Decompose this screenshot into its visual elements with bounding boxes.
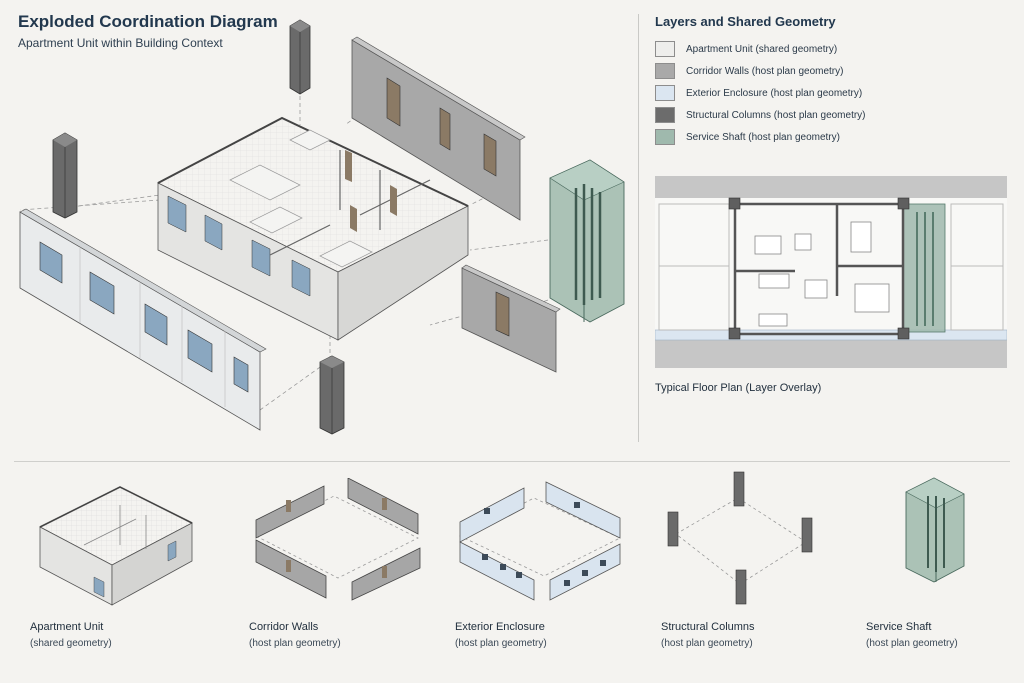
component-subtitle: (host plan geometry) [661, 638, 753, 649]
floor-plan-caption: Typical Floor Plan (Layer Overlay) [655, 382, 822, 394]
legend-item-apartment-unit: Apartment Unit (shared geometry) [655, 38, 866, 60]
diagram-title: Exploded Coordination Diagram [18, 12, 278, 31]
vertical-divider [638, 14, 639, 442]
legend-label: Corridor Walls (host plan geometry) [686, 65, 844, 77]
apartment-unit-axonometric [157, 116, 469, 341]
component-title: Apartment Unit [30, 621, 104, 633]
component-caption-apartment-unit: Apartment Unit (shared geometry) [30, 621, 112, 649]
thumbnail-service-shaft [905, 477, 965, 583]
legend-label: Apartment Unit (shared geometry) [686, 43, 838, 55]
legend: Apartment Unit (shared geometry) Corrido… [655, 38, 866, 148]
structural-column-bottom [319, 355, 345, 435]
legend-item-exterior-enclosure: Exterior Enclosure (host plan geometry) [655, 82, 866, 104]
corridor-wall-bottom [461, 264, 561, 373]
legend-swatch [655, 129, 675, 145]
floor-plan-overlay [655, 176, 1007, 368]
horizontal-divider [14, 461, 1010, 462]
component-subtitle: (shared geometry) [30, 638, 112, 649]
legend-item-corridor-walls: Corridor Walls (host plan geometry) [655, 60, 866, 82]
legend-swatch [655, 63, 675, 79]
component-caption-corridor-walls: Corridor Walls (host plan geometry) [249, 621, 341, 649]
component-caption-structural-columns: Structural Columns (host plan geometry) [661, 621, 755, 649]
component-title: Service Shaft [866, 621, 932, 633]
structural-column-left [52, 132, 78, 219]
legend-title: Layers and Shared Geometry [655, 14, 836, 29]
thumbnail-structural-columns [667, 471, 813, 605]
legend-label: Structural Columns (host plan geometry) [686, 109, 866, 121]
thumbnail-corridor-walls [255, 478, 421, 601]
exterior-enclosure [19, 208, 267, 431]
structural-column-top [289, 19, 311, 95]
component-title: Exterior Enclosure [455, 621, 545, 633]
legend-swatch [655, 107, 675, 123]
legend-item-service-shaft: Service Shaft (host plan geometry) [655, 126, 866, 148]
component-caption-exterior-enclosure: Exterior Enclosure (host plan geometry) [455, 621, 547, 649]
legend-label: Exterior Enclosure (host plan geometry) [686, 87, 863, 99]
service-shaft [549, 159, 625, 323]
diagram-subtitle: Apartment Unit within Building Context [18, 36, 223, 50]
legend-swatch [655, 41, 675, 57]
exploded-axonometric-illustration [19, 19, 625, 435]
legend-label: Service Shaft (host plan geometry) [686, 131, 840, 143]
corridor-wall-top [351, 36, 526, 221]
legend-swatch [655, 85, 675, 101]
component-caption-service-shaft: Service Shaft (host plan geometry) [866, 621, 958, 649]
component-subtitle: (host plan geometry) [455, 638, 547, 649]
component-subtitle: (host plan geometry) [249, 638, 341, 649]
legend-item-structural-columns: Structural Columns (host plan geometry) [655, 104, 866, 126]
component-title: Corridor Walls [249, 621, 319, 633]
thumbnail-exterior-enclosure [459, 481, 621, 601]
thumbnail-apartment-unit [39, 486, 193, 606]
component-subtitle: (host plan geometry) [866, 638, 958, 649]
component-title: Structural Columns [661, 621, 755, 633]
